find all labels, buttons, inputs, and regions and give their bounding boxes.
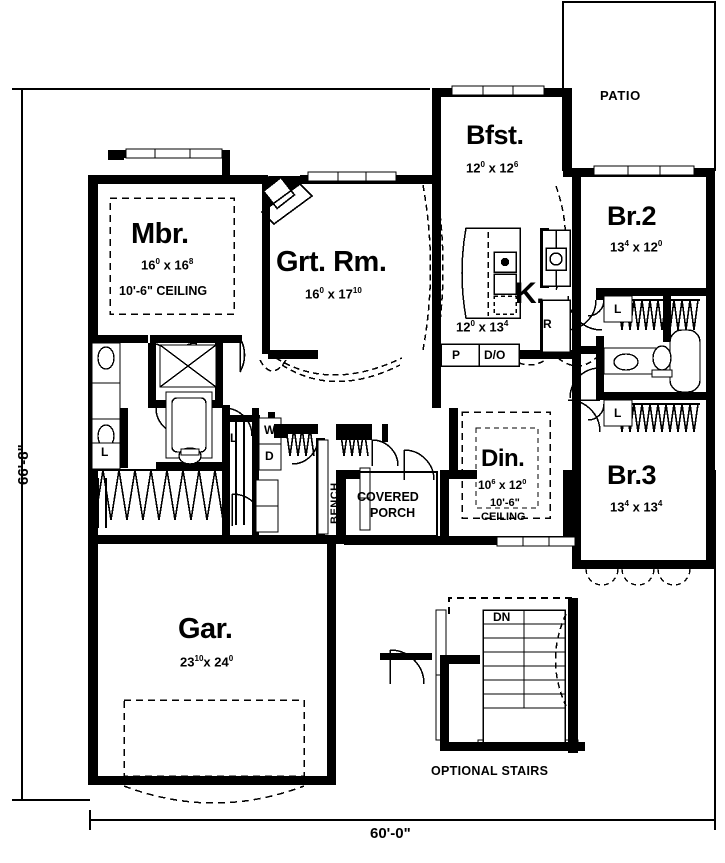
- room-dim-din: 106 x 120: [478, 477, 527, 492]
- window-arcs-br3: [585, 568, 691, 586]
- master-bath-fixtures: [91, 342, 217, 470]
- double-oven-label: D/O: [484, 348, 506, 362]
- room-label-grt: Grt. Rm.: [276, 246, 387, 278]
- refrigerator-label: R: [543, 317, 552, 331]
- misc-walls: [274, 424, 388, 442]
- optional-stairs: [482, 609, 567, 747]
- room-label-din: Din.: [481, 445, 525, 472]
- room-label-br2: Br.2: [607, 201, 657, 231]
- cased-openings: [259, 184, 597, 383]
- linen-master-label: L: [101, 445, 109, 459]
- stair-walls: [380, 598, 585, 753]
- room-label-gar: Gar.: [178, 613, 233, 645]
- dryer-label: D: [265, 449, 274, 463]
- room-dim-br3: 134 x 134: [610, 499, 663, 515]
- kitchen-fixtures: [440, 227, 571, 367]
- room-dim-br2: 134 x 120: [610, 239, 663, 255]
- dining-inner-dash: [475, 427, 539, 509]
- stair-direction-label: DN: [493, 610, 511, 624]
- patio-outline: [562, 1, 716, 171]
- bench: [317, 439, 329, 535]
- linen-br2-label: L: [614, 302, 622, 316]
- covered-porch-label-line2: PORCH: [370, 506, 416, 520]
- optional-stairs-label: OPTIONAL STAIRS: [431, 764, 549, 778]
- room-label-mbr: Mbr.: [131, 218, 189, 250]
- patio-label: PATIO: [600, 88, 641, 103]
- bench-label: BENCH: [329, 482, 341, 524]
- garage-door-arc: [123, 785, 305, 804]
- fireplace: [260, 176, 314, 226]
- covered-porch-label-line1: COVERED: [357, 490, 419, 504]
- br2-bath-fixtures: [603, 295, 701, 427]
- room-dim-bfst: 120 x 126: [466, 160, 519, 176]
- room-ceiling-din-1: 10'-6": [490, 497, 520, 509]
- dimension-lines: [12, 87, 717, 830]
- room-label-bfst: Bfst.: [466, 120, 524, 150]
- linen-br3-label: L: [614, 406, 622, 420]
- tray-ceiling-outlines: [109, 197, 551, 519]
- room-label-kitchen: K.: [515, 277, 545, 310]
- room-dim-gar: 2310x 240: [180, 654, 234, 670]
- overall-depth-label: 66'-8": [15, 444, 32, 485]
- stair-opening-dash: [448, 597, 577, 614]
- pantry-label: P: [452, 348, 461, 362]
- overall-width-label: 60'-0": [370, 825, 411, 842]
- room-dim-mbr: 160 x 168: [141, 257, 194, 273]
- room-ceiling-din-2: CEILING: [481, 511, 526, 523]
- garage-door-dash: [123, 699, 305, 777]
- room-dim-grt: 160 x 1710: [305, 286, 362, 302]
- washer-label: W: [264, 423, 276, 437]
- room-label-br3: Br.3: [607, 460, 657, 490]
- room-dim-kitchen: 120 x 134: [456, 319, 509, 335]
- room-ceiling-mbr: 10'-6" CEILING: [119, 284, 208, 298]
- covered-porch-outline: [344, 471, 438, 537]
- linen-hall-label: L: [230, 431, 238, 445]
